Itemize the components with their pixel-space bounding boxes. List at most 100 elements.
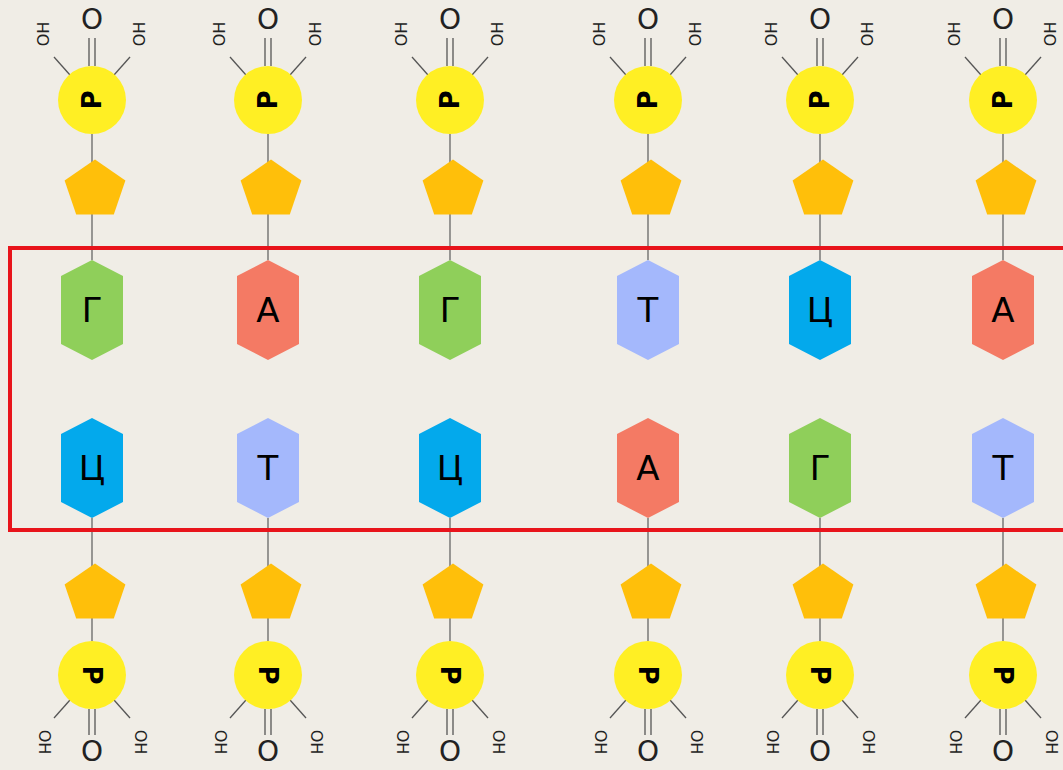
bond-line — [472, 700, 488, 718]
oxygen-atom: O — [439, 738, 461, 766]
hexagon-fill — [61, 260, 123, 360]
oxygen-atom: O — [809, 6, 831, 34]
bond-line — [452, 709, 453, 735]
hydroxyl-group: OH — [132, 22, 148, 47]
sugar-pentagon — [621, 564, 682, 619]
hydroxyl-group: OH — [688, 22, 704, 47]
phosphate-circle: P — [969, 66, 1037, 134]
bond-line — [264, 38, 265, 66]
phosphate-letter: P — [77, 90, 107, 109]
phosphate-letter: P — [805, 90, 835, 109]
hydroxyl-group: OH — [592, 22, 608, 47]
hydroxyl-group: OH — [308, 730, 324, 755]
bond-line — [230, 57, 246, 75]
sugar-pentagon — [621, 160, 682, 215]
hexagon-fill — [789, 260, 851, 360]
hydroxyl-group: OH — [212, 22, 228, 47]
sugar-pentagon — [423, 160, 484, 215]
sugar-pentagon — [976, 564, 1037, 619]
base-hexagon: А — [617, 418, 679, 518]
hydroxyl-group: OH — [947, 730, 963, 755]
oxygen-atom: O — [992, 6, 1014, 34]
bond-line — [842, 700, 858, 718]
base-letter: Т — [638, 290, 659, 330]
hexagon-fill — [789, 418, 851, 518]
base-hexagon: Ц — [61, 418, 123, 518]
base-letter: Ц — [79, 448, 105, 488]
bond-line — [452, 38, 453, 66]
bond-line — [1025, 700, 1041, 718]
bond-line — [270, 38, 271, 66]
phosphate-circle: P — [969, 641, 1037, 709]
base-letter: Ц — [437, 448, 463, 488]
hexagon-fill — [972, 418, 1034, 518]
bond-line — [412, 700, 428, 718]
bond-line — [1025, 57, 1041, 75]
phosphate-letter: P — [805, 665, 835, 684]
oxygen-atom: O — [439, 6, 461, 34]
base-hexagon: Т — [617, 260, 679, 360]
bond-line — [472, 57, 488, 75]
oxygen-atom: O — [257, 738, 279, 766]
hydroxyl-group: OH — [688, 730, 704, 755]
hydroxyl-group: OH — [132, 730, 148, 755]
oxygen-atom: O — [81, 738, 103, 766]
base-letter: А — [636, 448, 659, 488]
hexagon-fill — [972, 260, 1034, 360]
sugar-pentagon — [241, 564, 302, 619]
bond-line — [1005, 38, 1006, 66]
phosphate-circle: P — [234, 66, 302, 134]
bond-line — [446, 38, 447, 66]
sugar-pentagon — [65, 160, 126, 215]
hexagon-fill — [237, 418, 299, 518]
phosphate-circle: P — [416, 66, 484, 134]
sugar-pentagon — [793, 160, 854, 215]
phosphate-letter: P — [633, 90, 663, 109]
base-hexagon: Г — [61, 260, 123, 360]
sugar-pentagon — [976, 160, 1037, 215]
oxygen-atom: O — [81, 6, 103, 34]
base-letter: А — [991, 290, 1014, 330]
sugar-pentagon — [65, 564, 126, 619]
bond-line — [88, 38, 89, 66]
phosphate-circle: P — [58, 66, 126, 134]
hexagon-fill — [419, 260, 481, 360]
oxygen-atom: O — [637, 738, 659, 766]
phosphate-letter: P — [435, 90, 465, 109]
bond-line — [965, 57, 981, 75]
base-hexagon: Т — [237, 418, 299, 518]
base-hexagon: Ц — [419, 418, 481, 518]
hexagon-fill — [61, 418, 123, 518]
oxygen-atom: O — [809, 738, 831, 766]
hexagon-fill — [419, 418, 481, 518]
bond-line — [670, 57, 686, 75]
hydroxyl-group: OH — [212, 730, 228, 755]
bond-line — [670, 700, 686, 718]
phosphate-circle: P — [416, 641, 484, 709]
hydroxyl-group: OH — [947, 22, 963, 47]
phosphate-letter: P — [435, 665, 465, 684]
hydroxyl-group: OH — [36, 730, 52, 755]
bond-line — [290, 700, 306, 718]
phosphate-circle: P — [58, 641, 126, 709]
hydroxyl-group: OH — [394, 22, 410, 47]
bond-line — [54, 57, 70, 75]
hydroxyl-group: OH — [1043, 730, 1059, 755]
bond-line — [446, 709, 447, 735]
bond-line — [822, 709, 823, 735]
hydroxyl-group: OH — [308, 22, 324, 47]
bond-line — [412, 57, 428, 75]
hexagon-fill — [617, 260, 679, 360]
base-letter: Ц — [807, 290, 833, 330]
base-hexagon: А — [237, 260, 299, 360]
bond-line — [1005, 709, 1006, 735]
hydroxyl-group: OH — [764, 730, 780, 755]
hydroxyl-group: OH — [1043, 22, 1059, 47]
phosphate-circle: P — [614, 641, 682, 709]
bond-line — [999, 709, 1000, 735]
oxygen-atom: O — [992, 738, 1014, 766]
bond-line — [610, 700, 626, 718]
bond-line — [644, 709, 645, 735]
bond-line — [816, 709, 817, 735]
